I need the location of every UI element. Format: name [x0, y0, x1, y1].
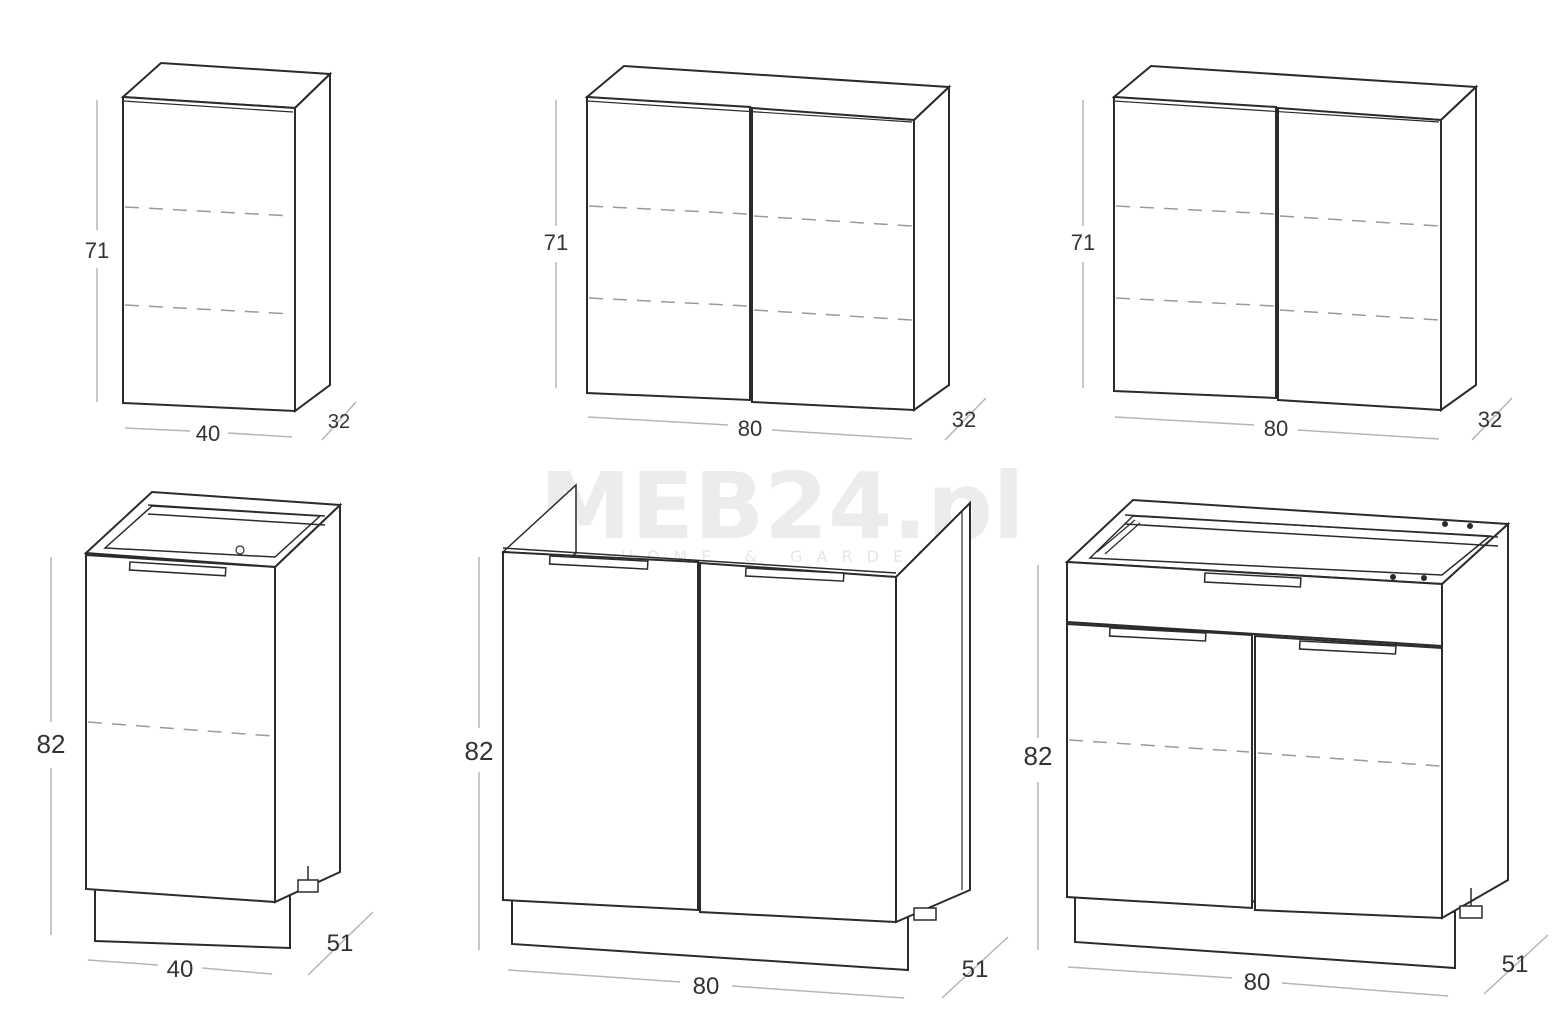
width-label: 80: [1264, 416, 1288, 441]
cabinet-side: [1441, 521, 1509, 920]
depth-label: 32: [952, 407, 976, 432]
shelf-dashed: [1115, 297, 1275, 307]
wall-cabinet-80-b: [1111, 64, 1479, 412]
dims-wall-80-a: [555, 100, 987, 441]
door-front: [85, 553, 276, 904]
height-label: 71: [85, 238, 109, 263]
door-right: [1277, 106, 1442, 412]
door-front: [122, 95, 296, 413]
cabinet-side: [913, 84, 950, 412]
dims-base-80-sink: [478, 557, 1009, 999]
door-right: [1254, 634, 1443, 920]
width-label: 40: [196, 421, 220, 446]
dims-base-40: [50, 557, 374, 976]
adjustable-leg: [913, 907, 937, 921]
door-right: [751, 106, 915, 412]
shelf-dashed: [124, 206, 294, 217]
wall-cabinet-40: [120, 61, 333, 413]
door-handle: [128, 561, 227, 577]
shelf-dashed: [753, 309, 913, 321]
drawer-front: [1066, 560, 1443, 648]
cabinet-side: [294, 71, 331, 413]
width-label: 80: [693, 973, 720, 1000]
door-left: [586, 95, 751, 402]
watermark: MEB24.pl HOME & GARDEN: [540, 453, 1025, 566]
shelf-dashed: [1115, 205, 1275, 215]
shelf-dashed: [588, 205, 749, 215]
shelf-dashed: [1068, 739, 1250, 753]
cabinet-side: [1440, 84, 1477, 412]
height-label: 71: [1071, 230, 1095, 255]
cabinet-side: [895, 500, 971, 924]
drawer-handle: [1203, 572, 1302, 588]
height-label: 82: [37, 729, 66, 759]
adjustable-leg: [1459, 905, 1483, 919]
shelf-dashed: [1257, 752, 1441, 767]
shelf-dashed: [1279, 215, 1440, 227]
width-label: 80: [1244, 969, 1271, 996]
door-left: [1113, 95, 1277, 400]
door-handle: [1298, 640, 1397, 655]
height-label: 71: [544, 230, 568, 255]
shelf-dashed: [588, 297, 749, 307]
door-left: [1066, 622, 1253, 910]
door-right: [699, 561, 897, 924]
door-handle: [548, 555, 649, 570]
door-left: [502, 550, 699, 912]
adjustable-leg: [297, 879, 319, 893]
dims-base-80-drawer: [1037, 565, 1549, 997]
dims-wall-40: [96, 100, 357, 441]
width-label: 80: [738, 416, 762, 441]
height-label: 82: [1024, 741, 1053, 771]
base-cabinet-40: [83, 490, 343, 950]
depth-label: 32: [1478, 407, 1502, 432]
depth-label: 32: [328, 411, 350, 433]
base-cabinet-80-drawer: [1064, 498, 1511, 970]
base-cabinet-80-sink: [501, 483, 971, 972]
door-handle: [744, 567, 845, 582]
shelf-dashed: [1279, 309, 1440, 321]
depth-label: 51: [1502, 951, 1529, 978]
shelf-dashed: [753, 215, 913, 227]
width-label: 40: [167, 956, 194, 983]
depth-label: 51: [327, 930, 354, 957]
dims-wall-80-b: [1082, 100, 1513, 441]
shelf-dashed: [87, 721, 273, 737]
shelf-dashed: [124, 304, 294, 315]
door-handle: [1108, 627, 1207, 642]
depth-label: 51: [962, 956, 989, 983]
wall-cabinet-80-a: [584, 64, 952, 412]
height-label: 82: [465, 736, 494, 766]
cabinet-side: [274, 502, 341, 904]
